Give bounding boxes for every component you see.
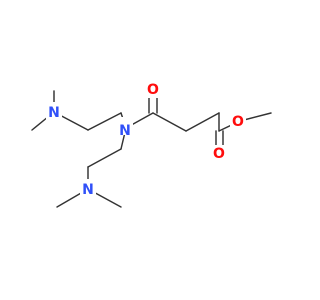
- bond-layer: [31, 90, 272, 208]
- o-ester-single-label: O: [232, 114, 244, 130]
- atom-label-masks: [46, 80, 246, 197]
- bond-upper-ethylene: [87, 112, 122, 131]
- n-lower-amine-mask: [80, 179, 96, 197]
- o-ester-single-mask: [230, 112, 246, 130]
- o-carbonyl-amide-mask: [145, 80, 161, 98]
- o-carbonyl-amide-label: O: [147, 82, 159, 98]
- bond-chain-2: [185, 112, 220, 132]
- bond-chain-1: [152, 112, 187, 132]
- n-upper-amine-mask: [46, 102, 62, 120]
- n-upper-amine-label: N: [48, 105, 60, 121]
- o-ester-carbonyl-mask: [211, 145, 227, 163]
- atom-labels: N N N O O O: [48, 82, 244, 198]
- bond-lower-ethylene: [87, 148, 122, 168]
- o-ester-carbonyl-label: O: [213, 146, 225, 162]
- n-amide-label: N: [119, 123, 131, 139]
- n-amide-mask: [117, 117, 133, 135]
- chemical-structure-canvas: N N N O O O: [31, 80, 272, 208]
- n-lower-amine-label: N: [82, 182, 94, 198]
